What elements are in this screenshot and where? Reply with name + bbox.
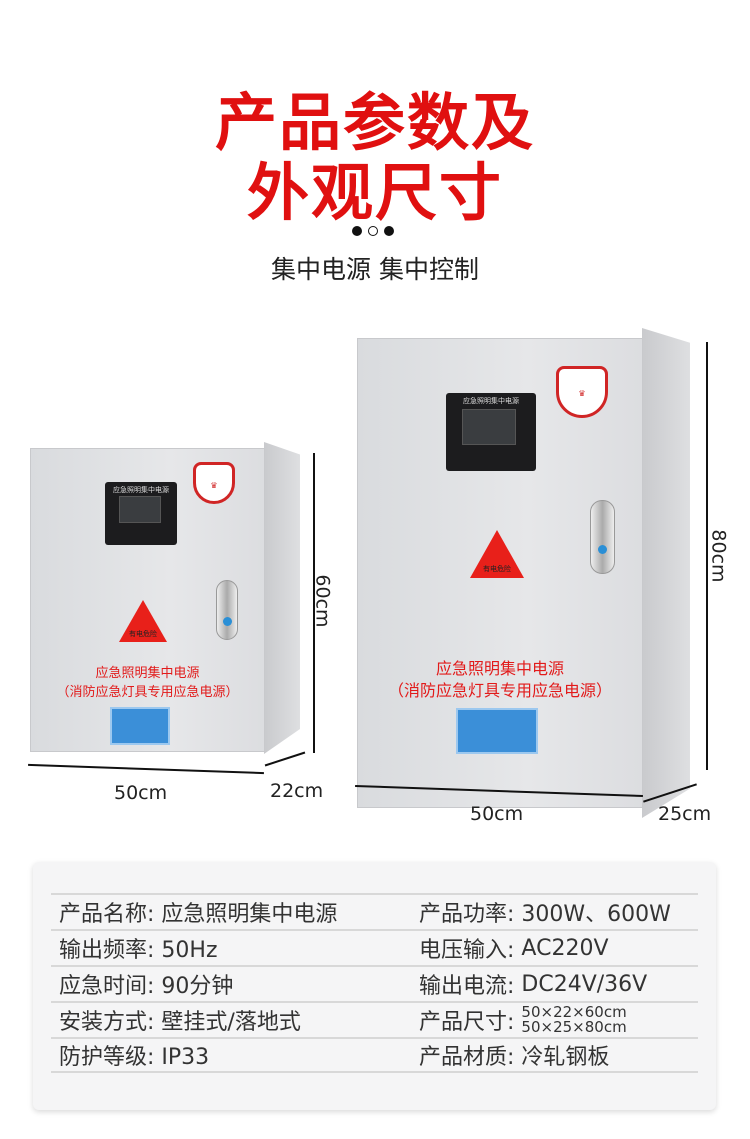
control-panel: 应急照明集中电源 bbox=[446, 393, 536, 471]
large-depth-label: 25cm bbox=[658, 803, 712, 825]
door-handle bbox=[216, 580, 238, 640]
warning-icon bbox=[119, 600, 167, 642]
warning-label: 有电危险 bbox=[483, 565, 511, 573]
small-height-label: 60cm bbox=[311, 574, 334, 628]
cabinet-label: 应急照明集中电源（消防应急灯具专用应急电源） bbox=[387, 659, 612, 700]
nameplate bbox=[110, 707, 170, 745]
panel-title: 应急照明集中电源 bbox=[463, 397, 519, 405]
subtitle: 集中电源 集中控制 bbox=[271, 255, 479, 284]
nameplate bbox=[456, 708, 538, 754]
brand-logo: ♛ bbox=[193, 462, 235, 504]
warning-label: 有电危险 bbox=[129, 630, 157, 638]
cabinet-label: 应急照明集中电源（消防应急灯具专用应急电源） bbox=[56, 666, 239, 700]
table-row: 应急时间: 90分钟 输出电流: DC24V/36V bbox=[51, 965, 698, 1001]
small-width-label: 50cm bbox=[114, 782, 168, 804]
door-handle bbox=[590, 500, 615, 574]
large-width-label: 50cm bbox=[470, 803, 524, 825]
small-depth-label: 22cm bbox=[270, 780, 324, 802]
table-row: 防护等级: IP33 产品材质: 冷轧钢板 bbox=[51, 1037, 698, 1073]
dots-decoration bbox=[352, 226, 394, 236]
large-height-label: 80cm bbox=[707, 529, 730, 583]
spec-table: 产品名称: 应急照明集中电源 产品功率: 300W、600W 输出频率: 50H… bbox=[33, 862, 716, 1110]
control-panel: 应急照明集中电源 bbox=[105, 482, 177, 545]
table-row: 输出频率: 50Hz 电压输入: AC220V bbox=[51, 929, 698, 965]
panel-title: 应急照明集中电源 bbox=[113, 486, 169, 494]
table-row: 产品名称: 应急照明集中电源 产品功率: 300W、600W bbox=[51, 893, 698, 929]
warning-icon bbox=[470, 530, 524, 578]
title-line-2: 外观尺寸 bbox=[246, 156, 503, 229]
brand-logo: ♛ bbox=[556, 366, 608, 418]
title-line-1: 产品参数及 bbox=[214, 86, 535, 159]
